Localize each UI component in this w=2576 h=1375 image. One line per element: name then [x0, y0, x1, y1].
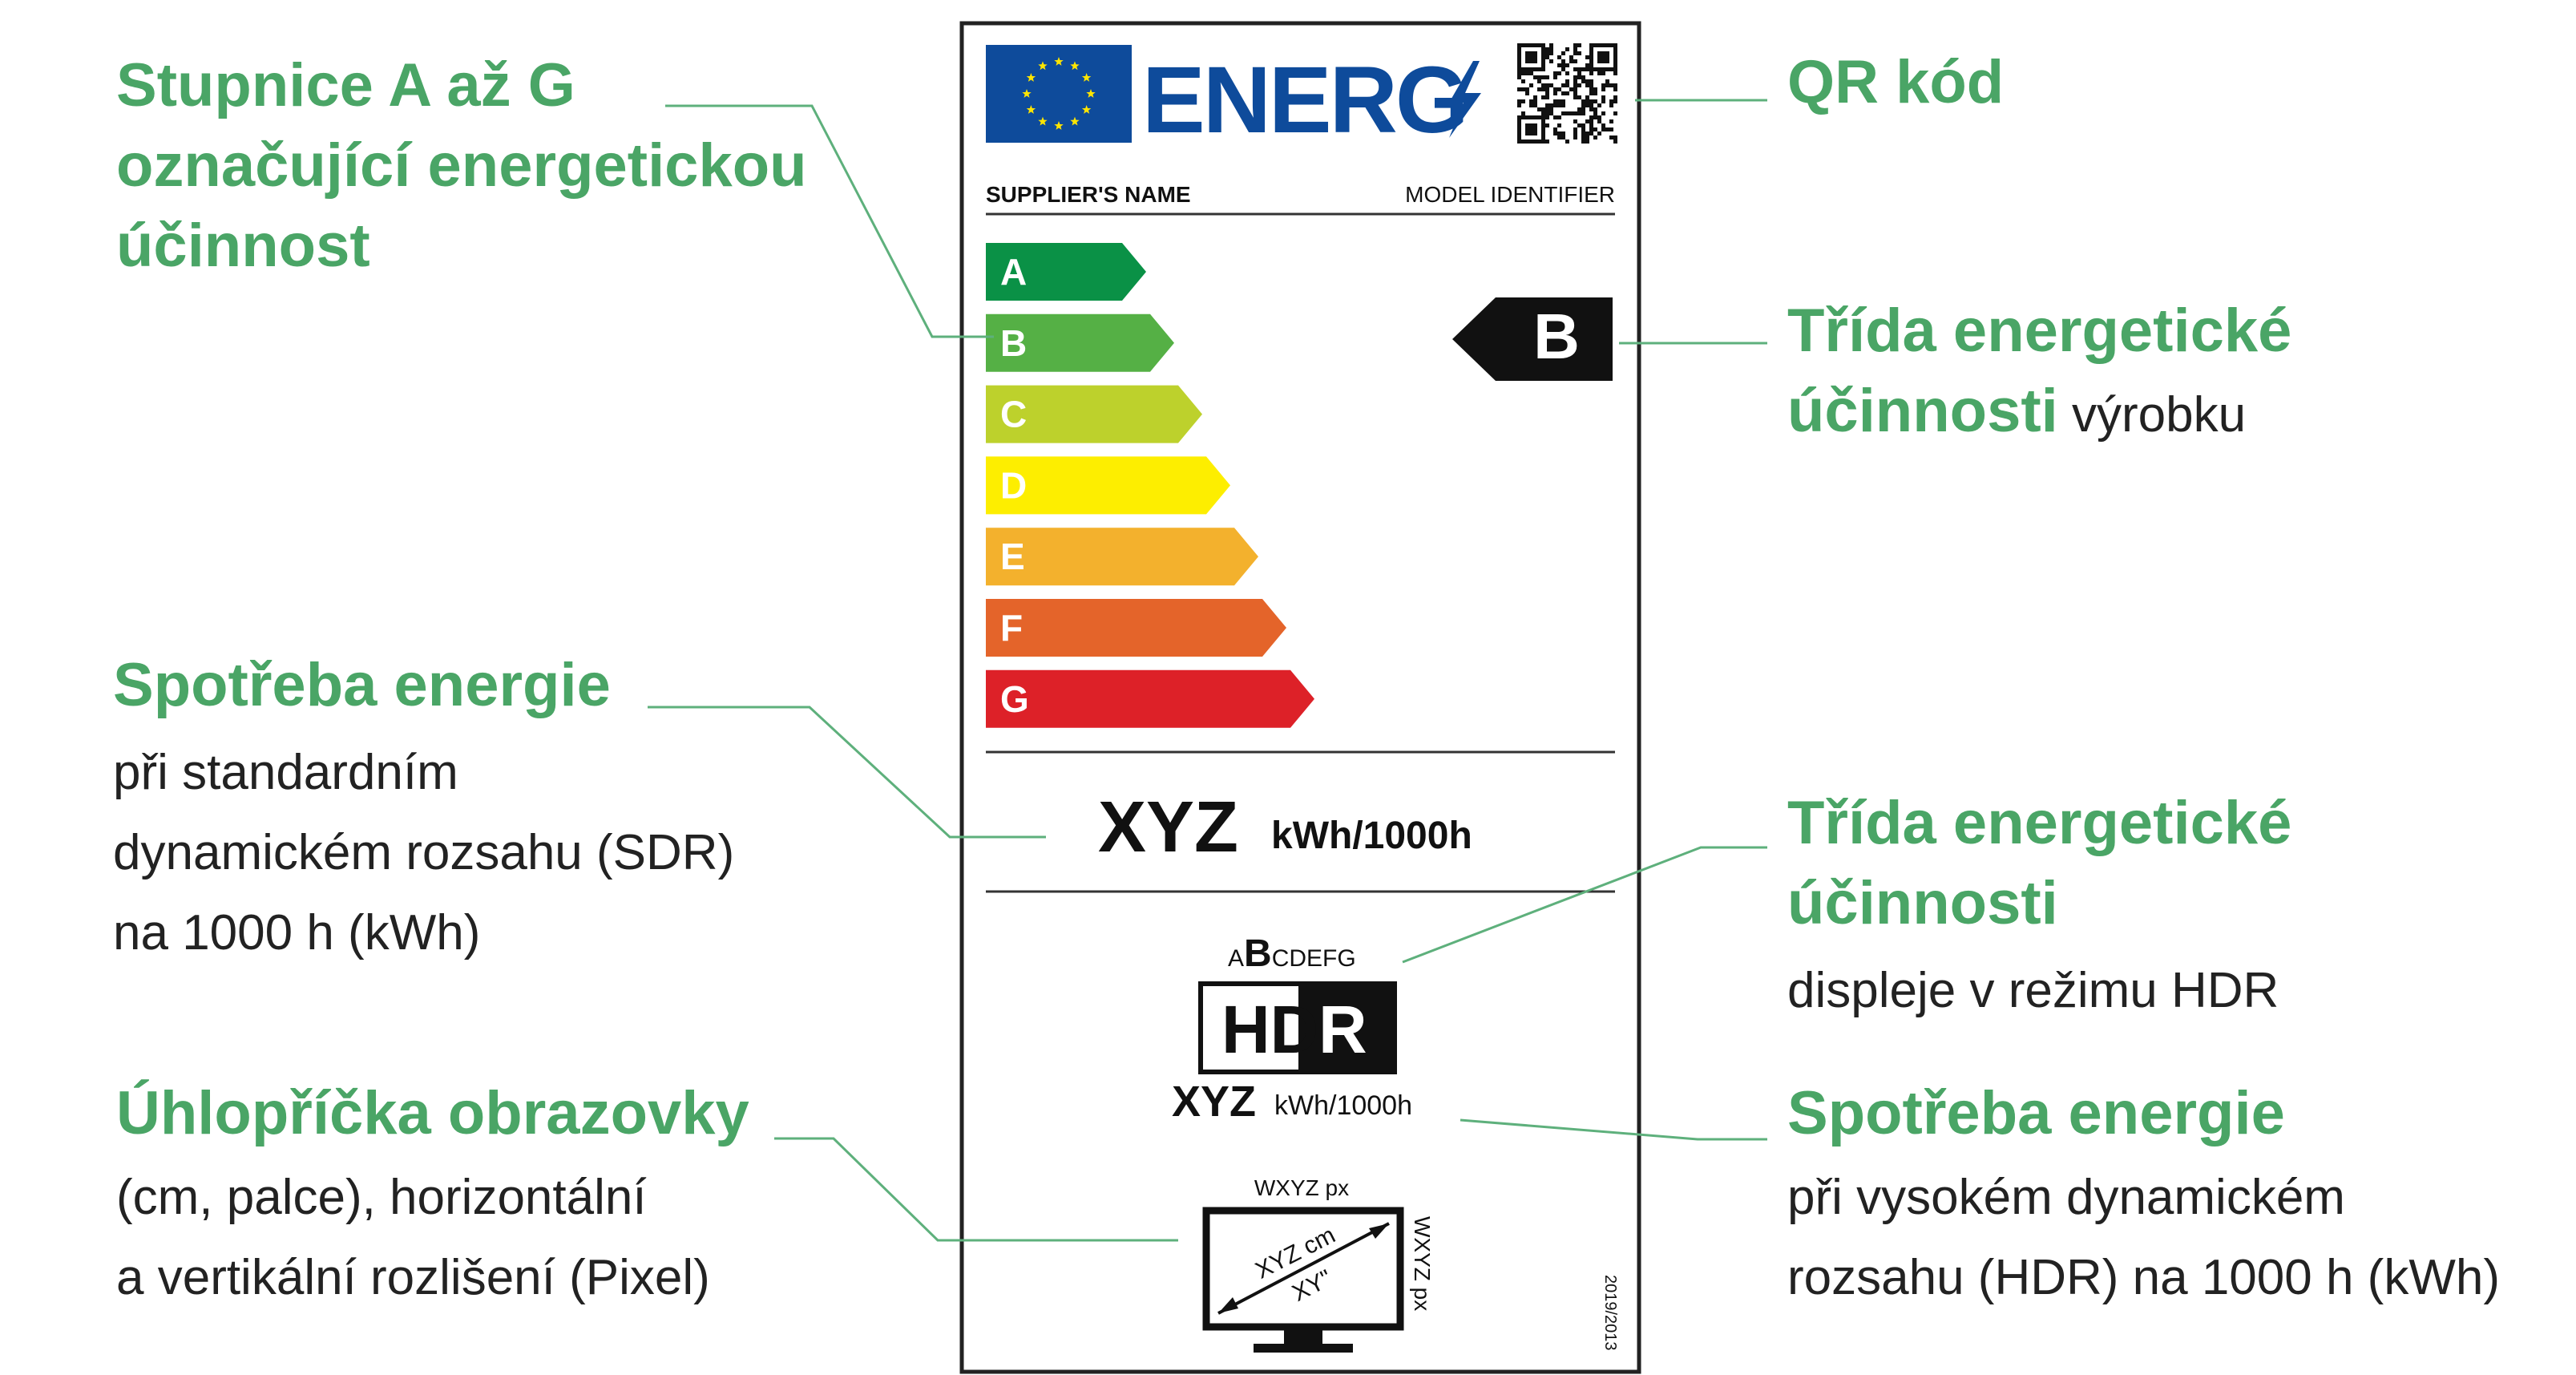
annotation-diagonal-body: (cm, palce), horizontální a vertikální r…: [116, 1170, 710, 1305]
eu-star: [1081, 105, 1092, 114]
hdr-class-scale: ABCDEFG: [1228, 932, 1356, 975]
energy-bar-f: [986, 599, 1286, 657]
eu-star: [1054, 57, 1064, 66]
supplier-name: SUPPLIER'S NAME: [986, 182, 1191, 207]
annotation-sdr-title: Spotřeba energie: [113, 651, 611, 719]
energy-bar-letter-c: C: [1000, 394, 1027, 435]
lightning-bolt-icon: [1449, 61, 1481, 138]
annotation-scale: Stupnice A až G označující energetickou …: [116, 51, 824, 280]
energy-bar-c: [986, 385, 1202, 443]
eu-star: [1026, 105, 1036, 114]
hdr-badge-right: R: [1318, 992, 1367, 1067]
annotation-hdr-energy-body: při vysokém dynamickém rozsahu (HDR) na …: [1787, 1170, 2500, 1305]
annotation-hdr-class-body: displeje v režimu HDR: [1787, 963, 2279, 1018]
eu-star: [1038, 61, 1048, 71]
leader-scale: [665, 104, 994, 338]
hdr-value: XYZ: [1172, 1078, 1256, 1126]
product-class-letter: B: [1533, 301, 1580, 372]
energy-bar-b: [986, 313, 1174, 372]
leader-hdr-class: [1402, 846, 1767, 964]
leader-hdr-energy: [1460, 1118, 1767, 1141]
model-identifier: MODEL IDENTIFIER: [1405, 182, 1615, 207]
eu-star: [1022, 89, 1032, 98]
eu-flag-icon: [986, 45, 1132, 143]
energy-bar-e: [986, 528, 1258, 586]
screen-width-px: WXYZ px: [1254, 1175, 1349, 1200]
annotation-hdr-class-title: Třída energetické účinnosti: [1787, 789, 2309, 937]
hdr-unit: kWh/1000h: [1274, 1090, 1412, 1121]
energy-bar-letter-a: A: [1000, 251, 1027, 293]
energy-bar-letter-b: B: [1000, 322, 1027, 364]
annotation-sdr-body: při standardním dynamickém rozsahu (SDR)…: [113, 745, 748, 960]
eu-star: [1070, 61, 1080, 71]
annotation-hdr-energy-title: Spotřeba energie: [1787, 1079, 2285, 1147]
tv-screen-icon: XYZ cm XY": [1202, 1207, 1404, 1353]
eu-star: [1038, 116, 1048, 126]
energy-bar-letter-g: G: [1000, 678, 1029, 720]
eu-star: [1026, 73, 1036, 82]
energy-bar-letter-e: E: [1000, 536, 1025, 577]
hdr-badge-left: HD: [1221, 992, 1318, 1067]
eu-star: [1086, 89, 1096, 98]
annotation-product-class: Třída energetické účinnosti výrobku: [1787, 297, 2309, 445]
energy-bar-a: [986, 243, 1146, 301]
regulation-number: 2019/2013: [1601, 1275, 1619, 1351]
annotation-diagonal-title: Úhlopříčka obrazovky: [116, 1079, 749, 1147]
energy-scale: ABCDEFG: [986, 243, 1314, 728]
eu-star: [1054, 121, 1064, 130]
leader-lines: [648, 99, 1767, 1242]
annotation-qr-title: QR kód: [1787, 48, 2004, 116]
sdr-value: XYZ: [1098, 787, 1238, 867]
screen-height-px: WXYZ px: [1410, 1216, 1435, 1311]
energy-bar-letter-d: D: [1000, 464, 1027, 506]
leader-sdr: [648, 706, 1046, 839]
energy-logo-text: ENERG: [1142, 47, 1467, 153]
qr-code-icon: [1517, 43, 1617, 144]
energy-bar-d: [986, 456, 1230, 515]
eu-star: [1081, 73, 1092, 82]
eu-star: [1070, 116, 1080, 126]
energy-bar-letter-f: F: [1000, 607, 1023, 649]
leader-diagonal: [774, 1137, 1178, 1242]
energy-bar-g: [986, 669, 1314, 728]
hdr-badge: HD R: [1198, 981, 1397, 1074]
sdr-unit: kWh/1000h: [1271, 815, 1472, 857]
product-class-arrow: B: [1452, 297, 1613, 381]
